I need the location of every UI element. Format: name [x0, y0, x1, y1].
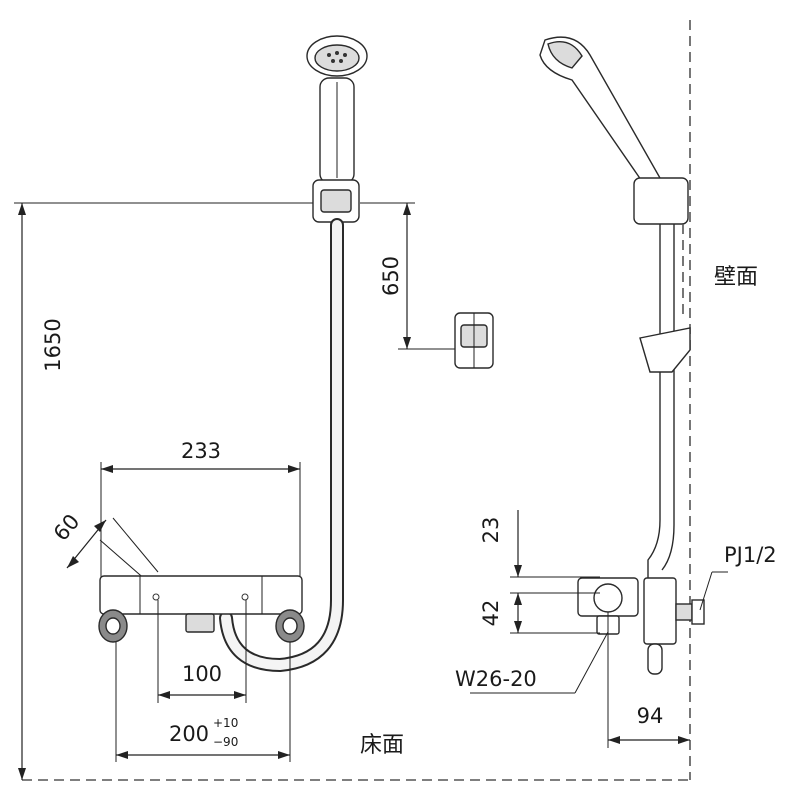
dimension-200-label: 200: [169, 722, 209, 746]
spare-hook-icon: [454, 312, 494, 369]
dimension-650-label: 650: [379, 256, 403, 296]
faucet-body-side-icon: [577, 577, 705, 675]
pipe-thread-label: PJ1/2: [724, 543, 777, 567]
shower-hose-icon: [219, 218, 344, 673]
dimension-100: 100: [157, 600, 247, 703]
dimension-1650-label: 1650: [41, 318, 65, 371]
dimension-100-label: 100: [182, 662, 222, 686]
faucet-body-front-icon: [98, 575, 305, 643]
dimension-650: 650: [360, 202, 455, 350]
dimension-94-label: 94: [637, 704, 664, 728]
shower-hook-front-icon: [312, 179, 360, 223]
pipe-thread-callout: PJ1/2: [699, 543, 777, 611]
floor-surface-label: 床面: [360, 733, 404, 758]
dimension-94: 94: [607, 612, 690, 748]
dimension-1650: 1650: [14, 202, 330, 780]
dimension-200-tolerance-minus: −90: [213, 735, 238, 749]
shower-head-side-icon: [539, 36, 661, 192]
dimension-42: 42: [479, 592, 600, 634]
slide-bar-side-icon: [633, 177, 691, 590]
dimension-42-label: 42: [479, 600, 503, 627]
dimension-200: 200 +10 −90: [115, 642, 291, 762]
dimension-233: 233: [100, 439, 301, 578]
dimension-23: 23: [479, 510, 600, 578]
outlet-thread-callout: W26-20: [455, 631, 609, 694]
dimension-60-label: 60: [49, 510, 85, 546]
dimension-23-label: 23: [479, 517, 503, 544]
outlet-thread-label: W26-20: [455, 667, 537, 691]
dimension-233-label: 233: [181, 439, 221, 463]
shower-head-front-icon: [306, 35, 368, 184]
dimension-200-tolerance-plus: +10: [213, 716, 238, 730]
wall-surface-label: 壁面: [714, 265, 758, 290]
